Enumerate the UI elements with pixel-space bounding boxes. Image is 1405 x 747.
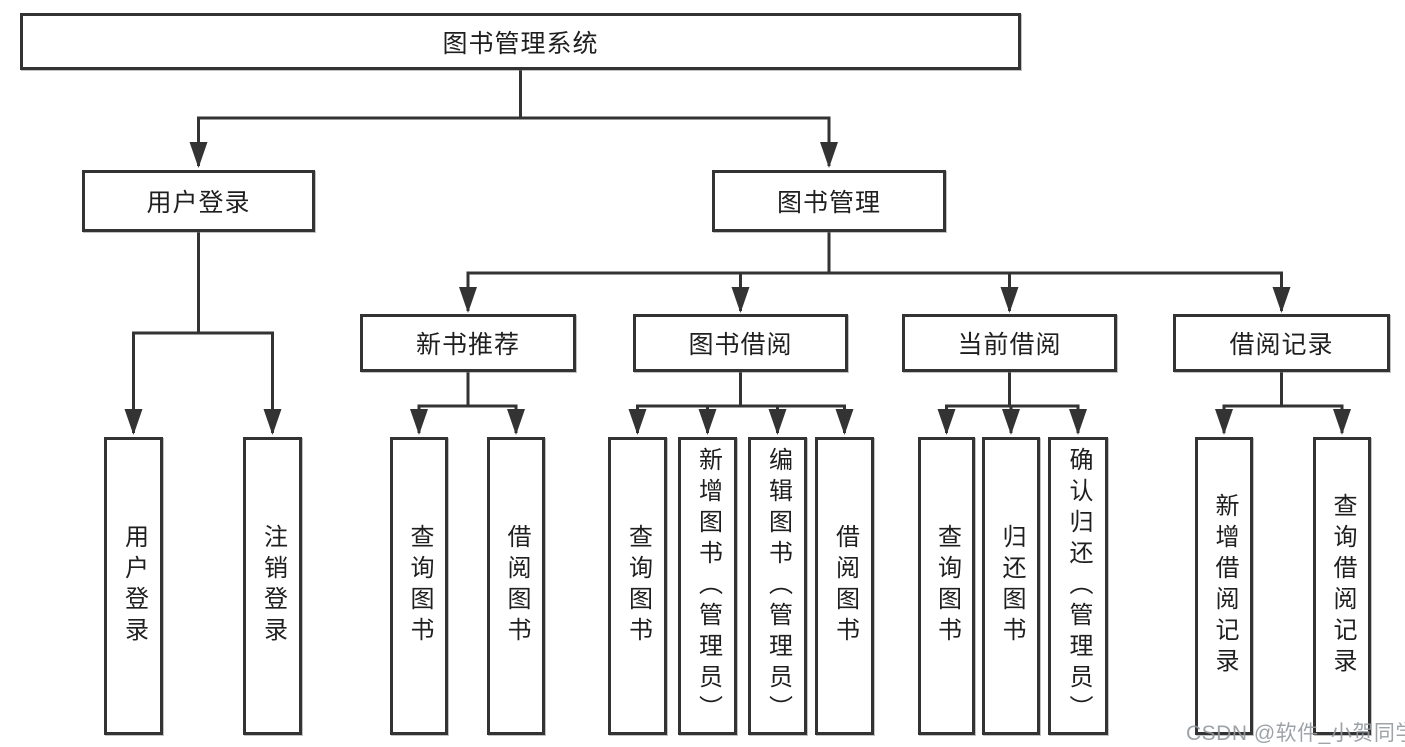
node-label: 确认归还（管理员）	[1065, 446, 1092, 726]
node-label: 新书推荐	[415, 331, 520, 359]
node-borrowing-records: 借阅记录	[1173, 314, 1390, 372]
node-label: 归还图书	[998, 524, 1025, 648]
node-leaf-borrow-books-recommend: 借阅图书	[487, 437, 545, 735]
node-label: 查询图书	[406, 524, 433, 648]
node-label: 当前借阅	[957, 331, 1062, 359]
node-leaf-query-books-borrow: 查询图书	[608, 437, 667, 735]
node-user-login: 用户登录	[82, 170, 315, 232]
node-label: 新增图书（管理员）	[694, 446, 722, 726]
node-label: 查询图书	[933, 524, 961, 648]
node-leaf-query-books-current: 查询图书	[918, 437, 975, 735]
node-leaf-query-borrow-record: 查询借阅记录	[1313, 437, 1371, 735]
node-leaf-borrow-books: 借阅图书	[815, 437, 874, 735]
node-label: 借阅记录	[1229, 331, 1334, 359]
node-new-book-recommendation: 新书推荐	[360, 314, 576, 372]
node-label: 借阅图书	[831, 524, 859, 648]
node-label: 新增借阅记录	[1211, 493, 1238, 679]
node-book-borrowing: 图书借阅	[633, 314, 848, 372]
node-label: 借阅图书	[503, 524, 530, 648]
node-library-management-system: 图书管理系统	[20, 13, 1021, 70]
node-label: 图书管理系统	[442, 29, 599, 58]
node-label: 用户登录	[120, 524, 148, 648]
node-label: 查询借阅记录	[1329, 493, 1356, 679]
node-leaf-edit-book-admin: 编辑图书（管理员）	[748, 437, 807, 735]
node-leaf-confirm-return-admin: 确认归还（管理员）	[1048, 437, 1108, 735]
node-leaf-logout: 注销登录	[243, 437, 302, 735]
node-label: 图书借阅	[688, 331, 793, 359]
node-book-management: 图书管理	[712, 170, 946, 232]
node-label: 用户登录	[146, 189, 251, 217]
node-label: 注销登录	[259, 524, 287, 648]
node-leaf-add-borrow-record: 新增借阅记录	[1195, 437, 1253, 735]
node-leaf-query-books-recommend: 查询图书	[390, 437, 448, 735]
node-current-borrowing: 当前借阅	[902, 314, 1117, 372]
node-label: 查询图书	[624, 524, 652, 648]
node-leaf-add-book-admin: 新增图书（管理员）	[678, 437, 737, 735]
node-label: 编辑图书（管理员）	[764, 446, 792, 726]
csdn-watermark: CSDN @软件_小贺同学	[1186, 722, 1405, 745]
node-label: 图书管理	[776, 189, 881, 217]
node-leaf-return-books: 归还图书	[982, 437, 1040, 735]
node-leaf-user-login: 用户登录	[104, 437, 163, 735]
